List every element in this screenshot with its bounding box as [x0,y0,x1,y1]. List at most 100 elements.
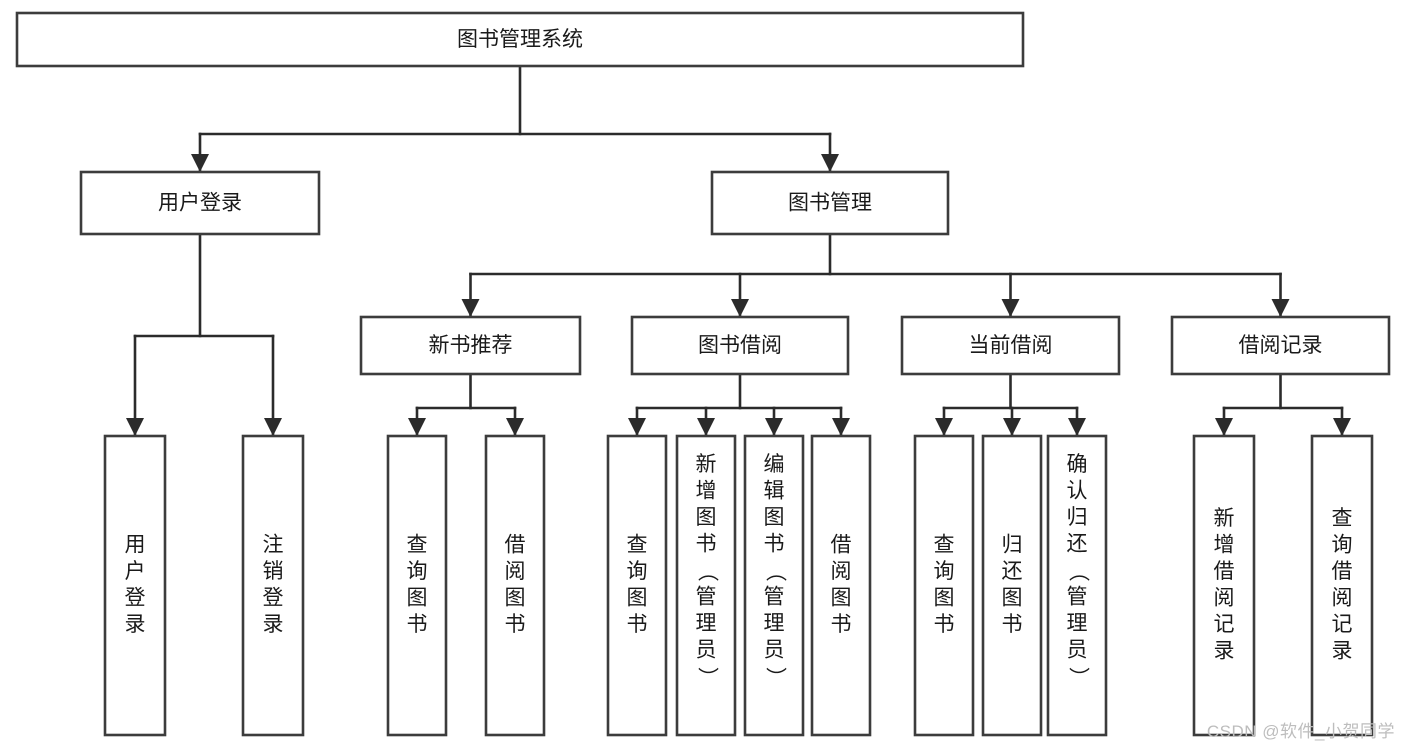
node-label-char: 理 [764,612,785,635]
node-label-char: ） [695,667,718,688]
node-label-char: 辑 [764,479,785,502]
node-label-char: 图 [627,586,648,609]
node-label-char: 录 [1332,639,1353,662]
node-label-char: 查 [627,533,648,556]
node-label-char: 管 [764,585,785,608]
node-label-char: 阅 [505,560,526,583]
node-label: 当前借阅 [969,334,1053,357]
node-label-char: （ [695,561,718,582]
node-label-char: ） [763,667,786,688]
node-label-char: 还 [1002,560,1023,583]
node-level2-图书管理-1[interactable]: 图书管理 [710,170,950,236]
node-box [743,434,805,737]
node-level3-新书推荐-0[interactable]: 新书推荐 [359,315,582,376]
node-label-char: 录 [1214,639,1235,662]
node-label-char: 查 [934,533,955,556]
arrow-head-icon [1001,299,1020,317]
arrow-head-icon [1215,418,1233,436]
node-box [981,434,1043,737]
node-box [710,170,950,236]
node-label-char: 增 [696,479,717,502]
node-label-char: ） [1066,667,1089,688]
watermark-text: CSDN @软件_小贺同学 [1206,722,1395,741]
node-label-char: 图 [696,506,717,529]
arrow-head-icon [935,418,953,436]
connector-layer [126,64,1351,438]
node-box [359,315,582,376]
node-box [630,315,850,376]
node-label-char: 归 [1002,533,1023,556]
node-label-char: 录 [263,613,284,636]
node-label-char: （ [763,561,786,582]
node-label-char: 管 [696,585,717,608]
node-label-char: 认 [1067,479,1088,502]
node-label-char: 登 [263,586,284,609]
arrow-head-icon [731,299,749,317]
node-label-char: 确 [1067,453,1088,476]
node-label-char: 图 [1002,586,1023,609]
node-level3-借阅记录-3[interactable]: 借阅记录 [1170,315,1391,376]
node-label-char: 书 [505,613,526,636]
node-box [900,315,1121,376]
node-level2-用户登录-0[interactable]: 用户登录 [79,170,321,236]
node-layer: 图书管理系统用户登录图书管理新书推荐图书借阅当前借阅借阅记录用户登录注销登录查询… [15,11,1391,737]
node-box [103,434,167,737]
node-box [1046,434,1108,737]
node-label-char: 书 [407,613,428,636]
node-label-char: 书 [934,613,955,636]
node-level3-当前借阅-2[interactable]: 当前借阅 [900,315,1121,376]
node-label-char: 图 [505,586,526,609]
node-label-char: 借 [505,533,526,556]
node-label: 用户登录 [158,192,242,215]
node-label-char: 员 [764,638,785,661]
node-label-char: 记 [1332,613,1353,636]
node-level3-图书借阅-1[interactable]: 图书借阅 [630,315,850,376]
node-box [484,434,546,737]
node-label-char: 借 [1214,560,1235,583]
node-label-char: 用 [125,533,146,556]
node-label-char: 询 [627,560,648,583]
node-label: 图书管理系统 [457,28,583,51]
node-label-char: 询 [1332,533,1353,556]
node-label-char: 图 [407,586,428,609]
node-box [1192,434,1256,737]
node-root-图书管理系统-0[interactable]: 图书管理系统 [15,11,1025,68]
node-label-char: 理 [1067,612,1088,635]
node-label: 图书管理 [788,192,872,215]
node-label-char: 图 [831,586,852,609]
node-label: 新书推荐 [429,334,513,357]
node-box [606,434,668,737]
node-label: 图书借阅 [698,334,782,357]
arrow-head-icon [264,418,282,436]
node-label-char: 新 [696,453,717,476]
node-label-char: 管 [1067,585,1088,608]
node-label-char: 图 [934,586,955,609]
node-label-char: 书 [696,532,717,555]
arrow-head-icon [821,154,839,172]
node-label-char: 阅 [831,560,852,583]
node-box [79,170,321,236]
node-box [913,434,975,737]
arrow-head-icon [1003,418,1021,436]
node-box [1170,315,1391,376]
arrow-head-icon [832,418,850,436]
arrow-head-icon [1271,299,1290,317]
node-leaf-用户登录-0[interactable]: 用户登录 [103,434,167,737]
arrow-head-icon [765,418,783,436]
node-label-char: 注 [263,533,284,556]
node-label-char: 阅 [1332,586,1353,609]
node-label-char: 员 [696,638,717,661]
